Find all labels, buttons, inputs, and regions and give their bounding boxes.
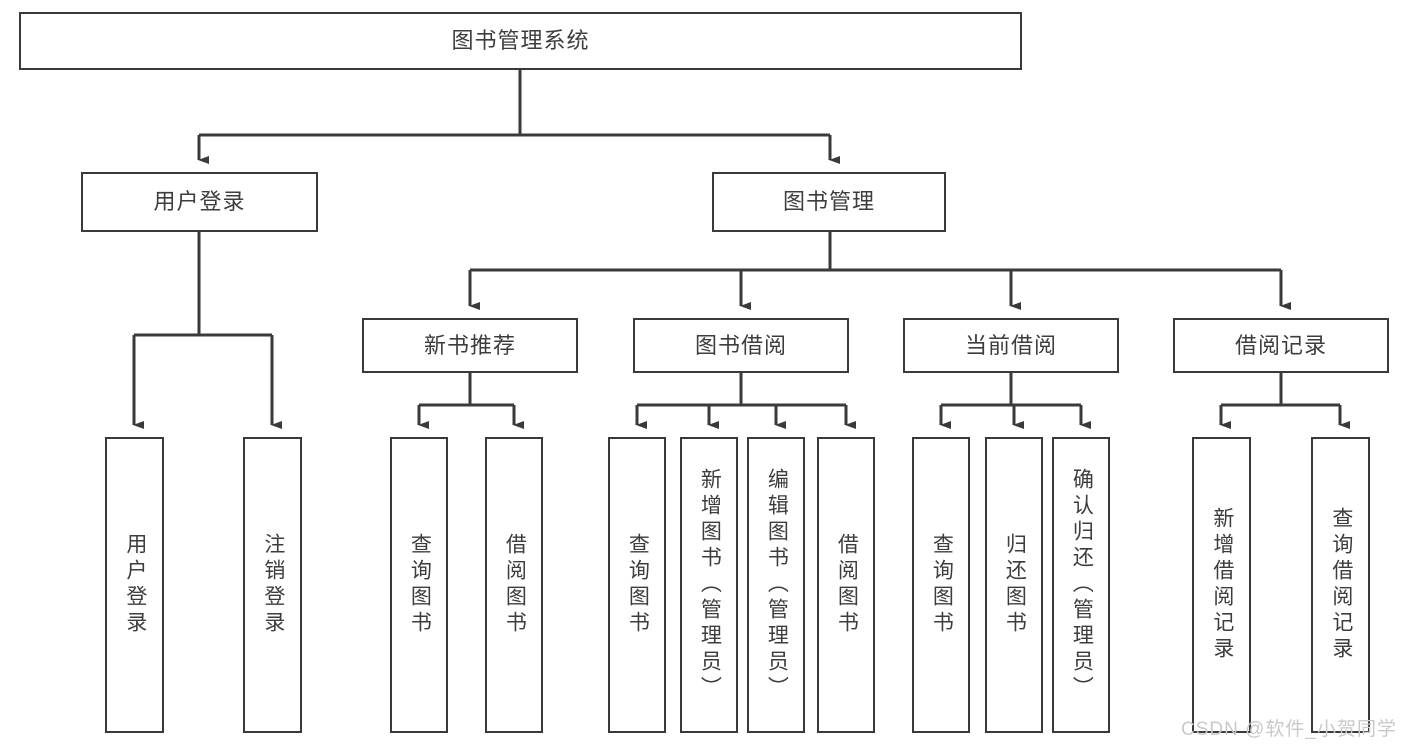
node-leaf-logout-label: 注销登录 bbox=[261, 533, 285, 637]
node-leaf-confirm-return[interactable]: 确认归还（管理员） bbox=[1052, 437, 1110, 733]
node-leaf-query-book-2[interactable]: 查询图书 bbox=[608, 437, 666, 733]
node-leaf-add-book[interactable]: 新增图书（管理员） bbox=[680, 437, 738, 733]
node-leaf-user-login[interactable]: 用户登录 bbox=[105, 437, 164, 733]
node-leaf-borrow-book-1-label: 借阅图书 bbox=[503, 533, 527, 637]
node-leaf-borrow-book-2-label: 借阅图书 bbox=[835, 533, 859, 637]
node-leaf-edit-book-label: 编辑图书（管理员） bbox=[765, 468, 789, 702]
watermark-text: CSDN @软件_小贺同学 bbox=[1181, 719, 1397, 740]
node-current-borrow-label: 当前借阅 bbox=[964, 332, 1057, 358]
node-current-borrow[interactable]: 当前借阅 bbox=[903, 318, 1119, 373]
node-leaf-query-record[interactable]: 查询借阅记录 bbox=[1311, 437, 1370, 733]
node-leaf-borrow-book-1[interactable]: 借阅图书 bbox=[485, 437, 543, 733]
node-user-login[interactable]: 用户登录 bbox=[81, 172, 318, 232]
node-leaf-user-login-label: 用户登录 bbox=[123, 533, 147, 637]
node-root-label: 图书管理系统 bbox=[451, 28, 590, 54]
node-leaf-query-book-3-label: 查询图书 bbox=[930, 533, 954, 637]
node-borrow-record-label: 借阅记录 bbox=[1234, 332, 1327, 358]
node-book-borrow[interactable]: 图书借阅 bbox=[633, 318, 849, 373]
node-book-manage[interactable]: 图书管理 bbox=[712, 172, 946, 232]
node-book-borrow-label: 图书借阅 bbox=[694, 332, 787, 358]
node-leaf-confirm-return-label: 确认归还（管理员） bbox=[1070, 468, 1094, 702]
node-leaf-add-book-label: 新增图书（管理员） bbox=[698, 468, 722, 702]
node-leaf-query-book-1[interactable]: 查询图书 bbox=[390, 437, 448, 733]
node-leaf-add-record[interactable]: 新增借阅记录 bbox=[1192, 437, 1251, 733]
node-leaf-query-book-3[interactable]: 查询图书 bbox=[912, 437, 970, 733]
node-leaf-borrow-book-2[interactable]: 借阅图书 bbox=[817, 437, 875, 733]
node-leaf-add-record-label: 新增借阅记录 bbox=[1210, 507, 1234, 663]
node-book-manage-label: 图书管理 bbox=[782, 189, 875, 215]
node-leaf-query-book-1-label: 查询图书 bbox=[408, 533, 432, 637]
node-new-book-rec-label: 新书推荐 bbox=[423, 332, 516, 358]
node-leaf-query-record-label: 查询借阅记录 bbox=[1329, 507, 1353, 663]
node-leaf-return-book-label: 归还图书 bbox=[1003, 533, 1027, 637]
node-root[interactable]: 图书管理系统 bbox=[19, 12, 1022, 70]
node-user-login-label: 用户登录 bbox=[153, 189, 246, 215]
node-leaf-return-book[interactable]: 归还图书 bbox=[985, 437, 1043, 733]
node-leaf-query-book-2-label: 查询图书 bbox=[626, 533, 650, 637]
node-new-book-rec[interactable]: 新书推荐 bbox=[362, 318, 578, 373]
node-leaf-edit-book[interactable]: 编辑图书（管理员） bbox=[747, 437, 805, 733]
node-borrow-record[interactable]: 借阅记录 bbox=[1173, 318, 1389, 373]
node-leaf-logout[interactable]: 注销登录 bbox=[243, 437, 302, 733]
